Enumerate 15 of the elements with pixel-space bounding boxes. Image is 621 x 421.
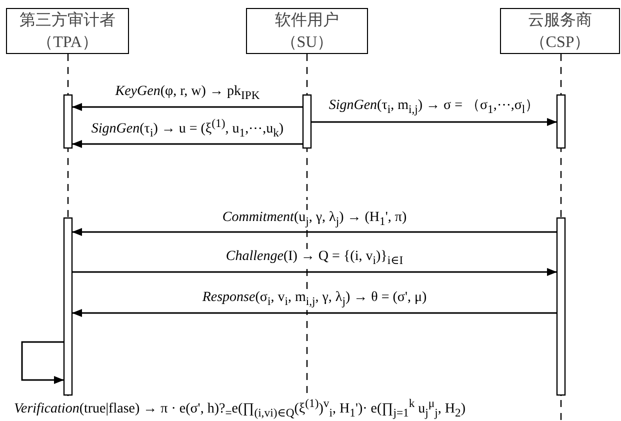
message-arrow — [72, 103, 303, 111]
message-arrow — [72, 140, 303, 148]
message-arrow — [311, 118, 557, 126]
participant-name: 云服务商 — [527, 10, 593, 31]
message-arrow — [72, 228, 557, 236]
participant-name: （CSP） — [528, 33, 592, 53]
message-label: Commitment(u$_{j}$, γ, λ$_{j}$) → (H$_{1}$', π) — [220, 210, 409, 230]
message-arrow — [72, 268, 557, 276]
message-arrow — [72, 309, 557, 317]
participant-name: （TPA） — [36, 33, 99, 53]
participant-name: 第三方审计者 — [18, 10, 116, 31]
message-arrow — [21, 341, 64, 384]
participant-name: 软件用户 — [274, 10, 340, 31]
participant-name: （SU） — [280, 33, 334, 53]
message-label: Response(σ$_{i}$, v$_{i}$, m$_{i,j}$, γ, λ$_{j}$) → θ = (σ', μ) — [200, 290, 429, 310]
